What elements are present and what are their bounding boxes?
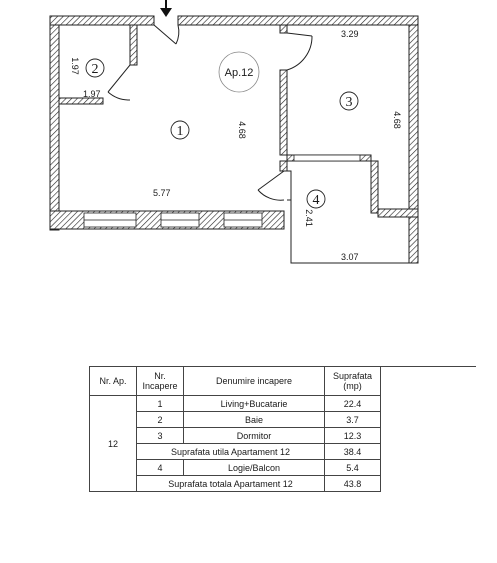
grand-total-row: Suprafata totala Apartament 12 43.8 <box>90 475 381 492</box>
entrance-arrow-icon <box>160 0 172 17</box>
useful-total-row: Suprafata utila Apartament 12 38.4 <box>90 443 381 460</box>
row-nr: 4 <box>136 459 184 476</box>
row-nr: 2 <box>136 411 184 428</box>
svg-text:3: 3 <box>346 95 353 110</box>
dimension-bedroom-width: 3.29 <box>341 29 359 39</box>
apartment-number-cell: 12 <box>89 395 137 492</box>
balcony-outline <box>287 199 418 264</box>
floor-plan: Ap.12 1 2 3 4 1.97 1.97 4.68 5.77 3.29 4… <box>49 0 419 264</box>
area-table: Nr. Ap. Nr. Incapere Denumire incapere S… <box>89 366 381 492</box>
row-area: 3.7 <box>324 411 381 428</box>
row-area: 5.4 <box>324 459 381 476</box>
svg-text:4: 4 <box>313 193 320 208</box>
dimension-balcony-width: 3.07 <box>341 252 359 262</box>
room-number-4: 4 <box>306 189 326 209</box>
apartment-label: Ap.12 <box>225 67 254 79</box>
grand-total-area: 43.8 <box>324 475 381 492</box>
grand-total-label: Suprafata totala Apartament 12 <box>136 475 325 492</box>
header-area: Suprafata (mp) <box>324 366 381 396</box>
useful-total-area: 38.4 <box>324 443 381 460</box>
windows <box>83 154 361 228</box>
row-name: Dormitor <box>183 427 325 444</box>
apartment-label-circle <box>218 51 260 93</box>
row-name: Logie/Balcon <box>183 459 325 476</box>
dimension-living-height: 4.68 <box>237 121 247 139</box>
header-nr: Nr. Incapere <box>136 366 184 396</box>
svg-text:2: 2 <box>92 62 99 77</box>
useful-total-label: Suprafata utila Apartament 12 <box>136 443 325 460</box>
table-header-row: Nr. Ap. Nr. Incapere Denumire incapere S… <box>89 366 381 396</box>
row-nr: 1 <box>136 395 184 412</box>
row-name: Living+Bucatarie <box>183 395 325 412</box>
header-ap: Nr. Ap. <box>89 366 137 396</box>
row-area: 12.3 <box>324 427 381 444</box>
table-top-extension-line <box>380 366 476 367</box>
room-number-2: 2 <box>85 58 105 78</box>
dimension-balcony-height: 2.41 <box>304 209 314 227</box>
room-number-3: 3 <box>339 91 359 111</box>
dimension-living-width: 5.77 <box>153 188 171 198</box>
svg-text:1: 1 <box>177 124 184 139</box>
door-arcs <box>107 24 313 201</box>
table-row: 2 Baie 3.7 <box>90 411 381 428</box>
row-name: Baie <box>183 411 325 428</box>
dimension-bath-height: 1.97 <box>70 57 80 75</box>
row-nr: 3 <box>136 427 184 444</box>
dimension-bedroom-height: 4.68 <box>392 111 402 129</box>
room-number-1: 1 <box>170 120 190 140</box>
header-name: Denumire incapere <box>183 366 325 396</box>
table-row: 4 Logie/Balcon 5.4 <box>90 459 381 476</box>
row-area: 22.4 <box>324 395 381 412</box>
table-row: 12 1 Living+Bucatarie 22.4 <box>89 395 381 492</box>
dimension-bath-width: 1.97 <box>83 89 101 99</box>
